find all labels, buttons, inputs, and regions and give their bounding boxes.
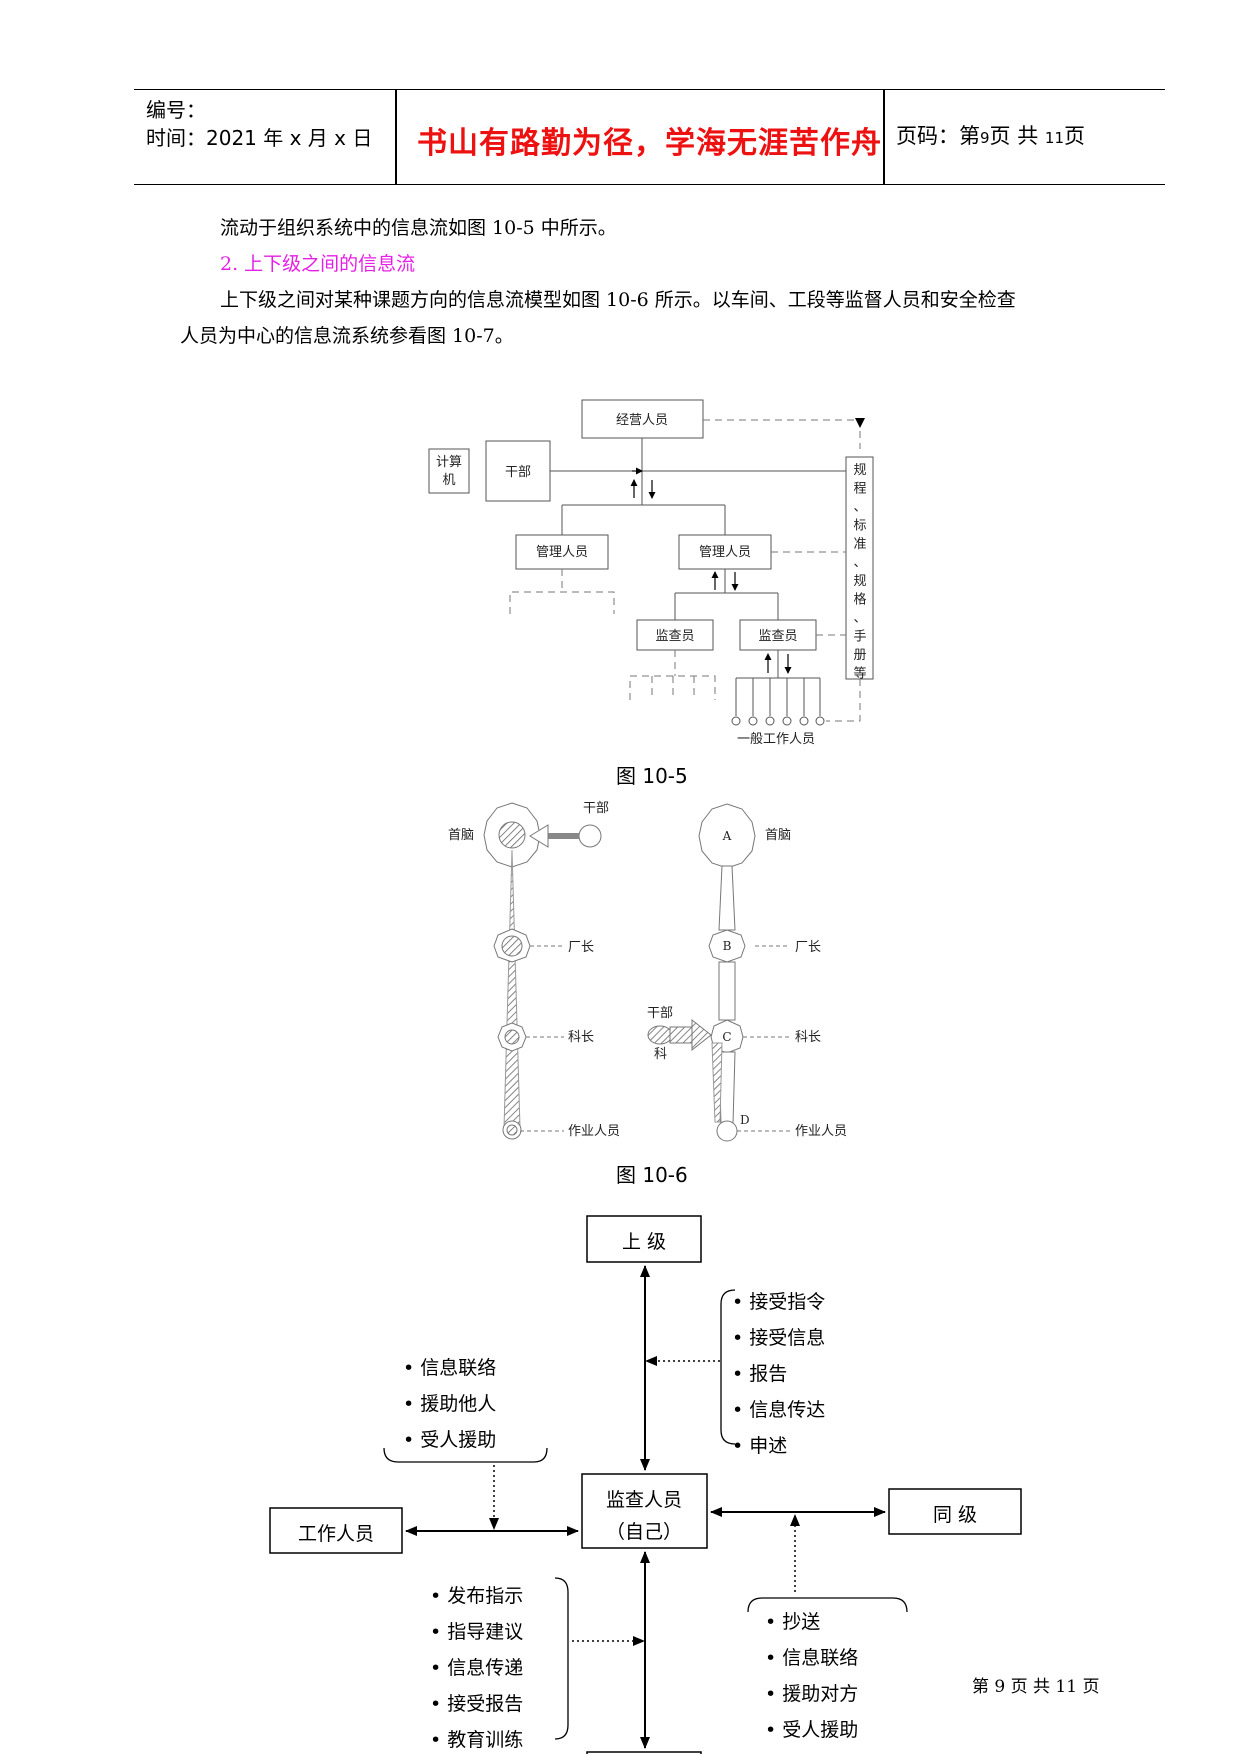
rules-label: 规程、标准、规格、手册等: [853, 463, 866, 682]
section-left-label: 科长: [568, 1030, 594, 1045]
downward-item: • 指导建议: [430, 1621, 523, 1643]
rules-char: 、: [853, 500, 866, 515]
node-a-label: A: [722, 829, 732, 843]
peer-box: [888, 1488, 1022, 1535]
figure-10-5-caption: 图 10-5: [616, 764, 688, 788]
rules-char: 、: [853, 556, 866, 571]
workers-box: [269, 1507, 403, 1554]
peer-item: • 信息联络: [765, 1647, 858, 1669]
computer-label-2: 机: [442, 473, 455, 488]
rules-char: 等: [853, 666, 866, 682]
peer-item: • 援助对方: [765, 1683, 858, 1705]
rules-char: 规: [853, 574, 866, 589]
self-label-1: 监查人员: [606, 1489, 682, 1511]
page-header: 编号： 时间：2021 年 x 月 x 日 书山有路勤为径，学海无涯苦作舟 页码…: [134, 89, 1165, 185]
rules-char: 册: [853, 648, 866, 663]
head-right-label: 首脑: [765, 828, 791, 843]
cadre-section-label-1: 干部: [647, 1006, 673, 1021]
downward-item: • 发布指示: [430, 1585, 523, 1607]
peer-item: • 抄送: [765, 1611, 820, 1633]
inspector-label-b: 监查员: [758, 629, 797, 644]
workers-label: 工作人员: [298, 1523, 374, 1545]
page-mid: 页 共: [989, 124, 1039, 148]
upward-items: • 接受指令 • 接受信息 • 报告 • 信息传达 • 申述: [732, 1291, 825, 1457]
header-divider: [883, 90, 885, 184]
paragraph-2-line-1: 上下级之间对某种课题方向的信息流模型如图 10-6 所示。以车间、工段等监督人员…: [220, 289, 1016, 311]
rules-char: 准: [853, 537, 866, 552]
downward-item: • 接受报告: [430, 1693, 523, 1715]
upward-item: • 报告: [732, 1363, 787, 1385]
number-label: 编号：: [146, 98, 206, 122]
upward-item: • 申述: [732, 1435, 787, 1457]
rules-char: 程: [853, 482, 866, 497]
node-b-label: B: [723, 939, 732, 953]
rules-char: 规: [853, 463, 866, 478]
node-c-label: C: [722, 1030, 731, 1044]
rules-char: 格: [853, 592, 866, 608]
workers-label: 一般工作人员: [737, 731, 815, 747]
rules-char: 、: [853, 611, 866, 626]
figure-10-6-caption: 图 10-6: [616, 1163, 688, 1187]
management-label: 经营人员: [616, 413, 668, 428]
header-divider: [395, 90, 397, 184]
computer-label-1: 计算: [436, 455, 462, 470]
rules-box: [845, 456, 874, 680]
section-heading: 2. 上下级之间的信息流: [220, 253, 416, 275]
manager-label-b: 管理人员: [699, 545, 751, 560]
worker-left-label: 作业人员: [568, 1124, 620, 1139]
upward-item: • 接受指令: [732, 1291, 825, 1313]
lateral-worker-items: • 信息联络 • 援助他人 • 受人援助: [403, 1357, 496, 1451]
cadre-left-label: 干部: [583, 801, 609, 816]
paragraph-2-line-2: 人员为中心的信息流系统参看图 10-7。: [180, 325, 514, 347]
downward-items: • 发布指示 • 指导建议 • 信息传递 • 接受报告 • 教育训练: [430, 1585, 523, 1751]
worker-item: • 援助他人: [403, 1393, 496, 1415]
rules-char: 标: [853, 519, 866, 534]
header-motto: 书山有路勤为径，学海无涯苦作舟: [417, 126, 882, 161]
manager-label-a: 管理人员: [536, 545, 588, 560]
time-label: 时间：2021 年 x 月 x 日: [146, 126, 373, 150]
node-d-label: D: [740, 1113, 750, 1127]
management-box: [581, 399, 704, 439]
manager-box-a: [515, 534, 609, 570]
page-suffix: 页: [1064, 124, 1086, 148]
worker-item: • 信息联络: [403, 1357, 496, 1379]
page-num: 9: [980, 129, 990, 147]
cadre-label: 干部: [505, 465, 531, 480]
cadre-section-label-2: 科: [654, 1047, 667, 1062]
page-footer: 第 9 页 共 11 页: [972, 1677, 1100, 1697]
paragraph-1: 流动于组织系统中的信息流如图 10-5 中所示。: [220, 217, 617, 239]
director-right-label: 厂长: [795, 940, 821, 955]
section-right-label: 科长: [795, 1030, 821, 1045]
page-prefix: 页码：第: [896, 124, 980, 148]
self-label-2: （自己）: [606, 1521, 682, 1543]
worker-right-label: 作业人员: [795, 1124, 847, 1139]
peer-items: • 抄送 • 信息联络 • 援助对方 • 受人援助: [765, 1611, 858, 1741]
downward-item: • 信息传递: [430, 1657, 523, 1679]
subordinate-box: [586, 1751, 702, 1754]
page-total: 11: [1044, 129, 1065, 147]
rules-char: 手: [853, 630, 866, 645]
header-page-number: 页码：第9页 共 11页: [896, 120, 1085, 150]
upward-item: • 接受信息: [732, 1327, 825, 1349]
worker-item: • 受人援助: [403, 1429, 496, 1451]
peer-item: • 受人援助: [765, 1719, 858, 1741]
computer-box: [428, 448, 470, 494]
upward-item: • 信息传达: [732, 1399, 825, 1421]
peer-label: 同 级: [933, 1504, 977, 1526]
downward-item: • 教育训练: [430, 1729, 523, 1751]
header-meta: 编号： 时间：2021 年 x 月 x 日: [146, 96, 372, 152]
superior-box: [586, 1215, 702, 1263]
self-box: [581, 1473, 708, 1549]
head-left-label: 首脑: [448, 828, 474, 843]
inspector-label-a: 监查员: [655, 629, 694, 644]
director-left-label: 厂长: [568, 940, 594, 955]
superior-label: 上 级: [622, 1231, 666, 1253]
